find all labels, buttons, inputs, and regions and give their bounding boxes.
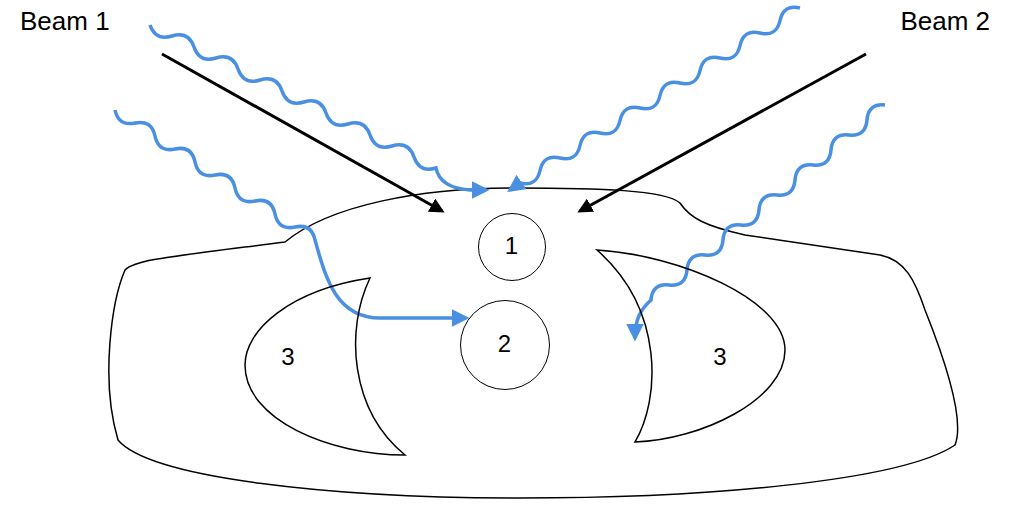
radiation-wave: [635, 105, 885, 338]
beam-arrow: [162, 54, 442, 211]
lung-region: 3: [245, 278, 405, 455]
target-circle: 1: [478, 213, 546, 281]
lung-region: 3: [597, 250, 785, 442]
lung-outline: [245, 278, 405, 455]
beam-label: Beam 1: [20, 6, 110, 37]
lung-outline: [597, 250, 785, 442]
lung-outline: [597, 250, 785, 442]
beam-arrow: [580, 54, 866, 211]
callout-number: 2: [498, 331, 511, 357]
lung-outline: [245, 278, 405, 455]
radiation-wave: [510, 7, 800, 190]
callout-number: 3: [713, 344, 726, 370]
body-outline: [109, 188, 958, 498]
radiation-wave: [150, 25, 486, 190]
callout-number: 3: [281, 344, 294, 370]
callout-number: 1: [505, 233, 518, 259]
target-circle: 2: [460, 300, 550, 390]
radiation-wave: [115, 110, 466, 318]
beam-label: Beam 2: [900, 6, 990, 37]
